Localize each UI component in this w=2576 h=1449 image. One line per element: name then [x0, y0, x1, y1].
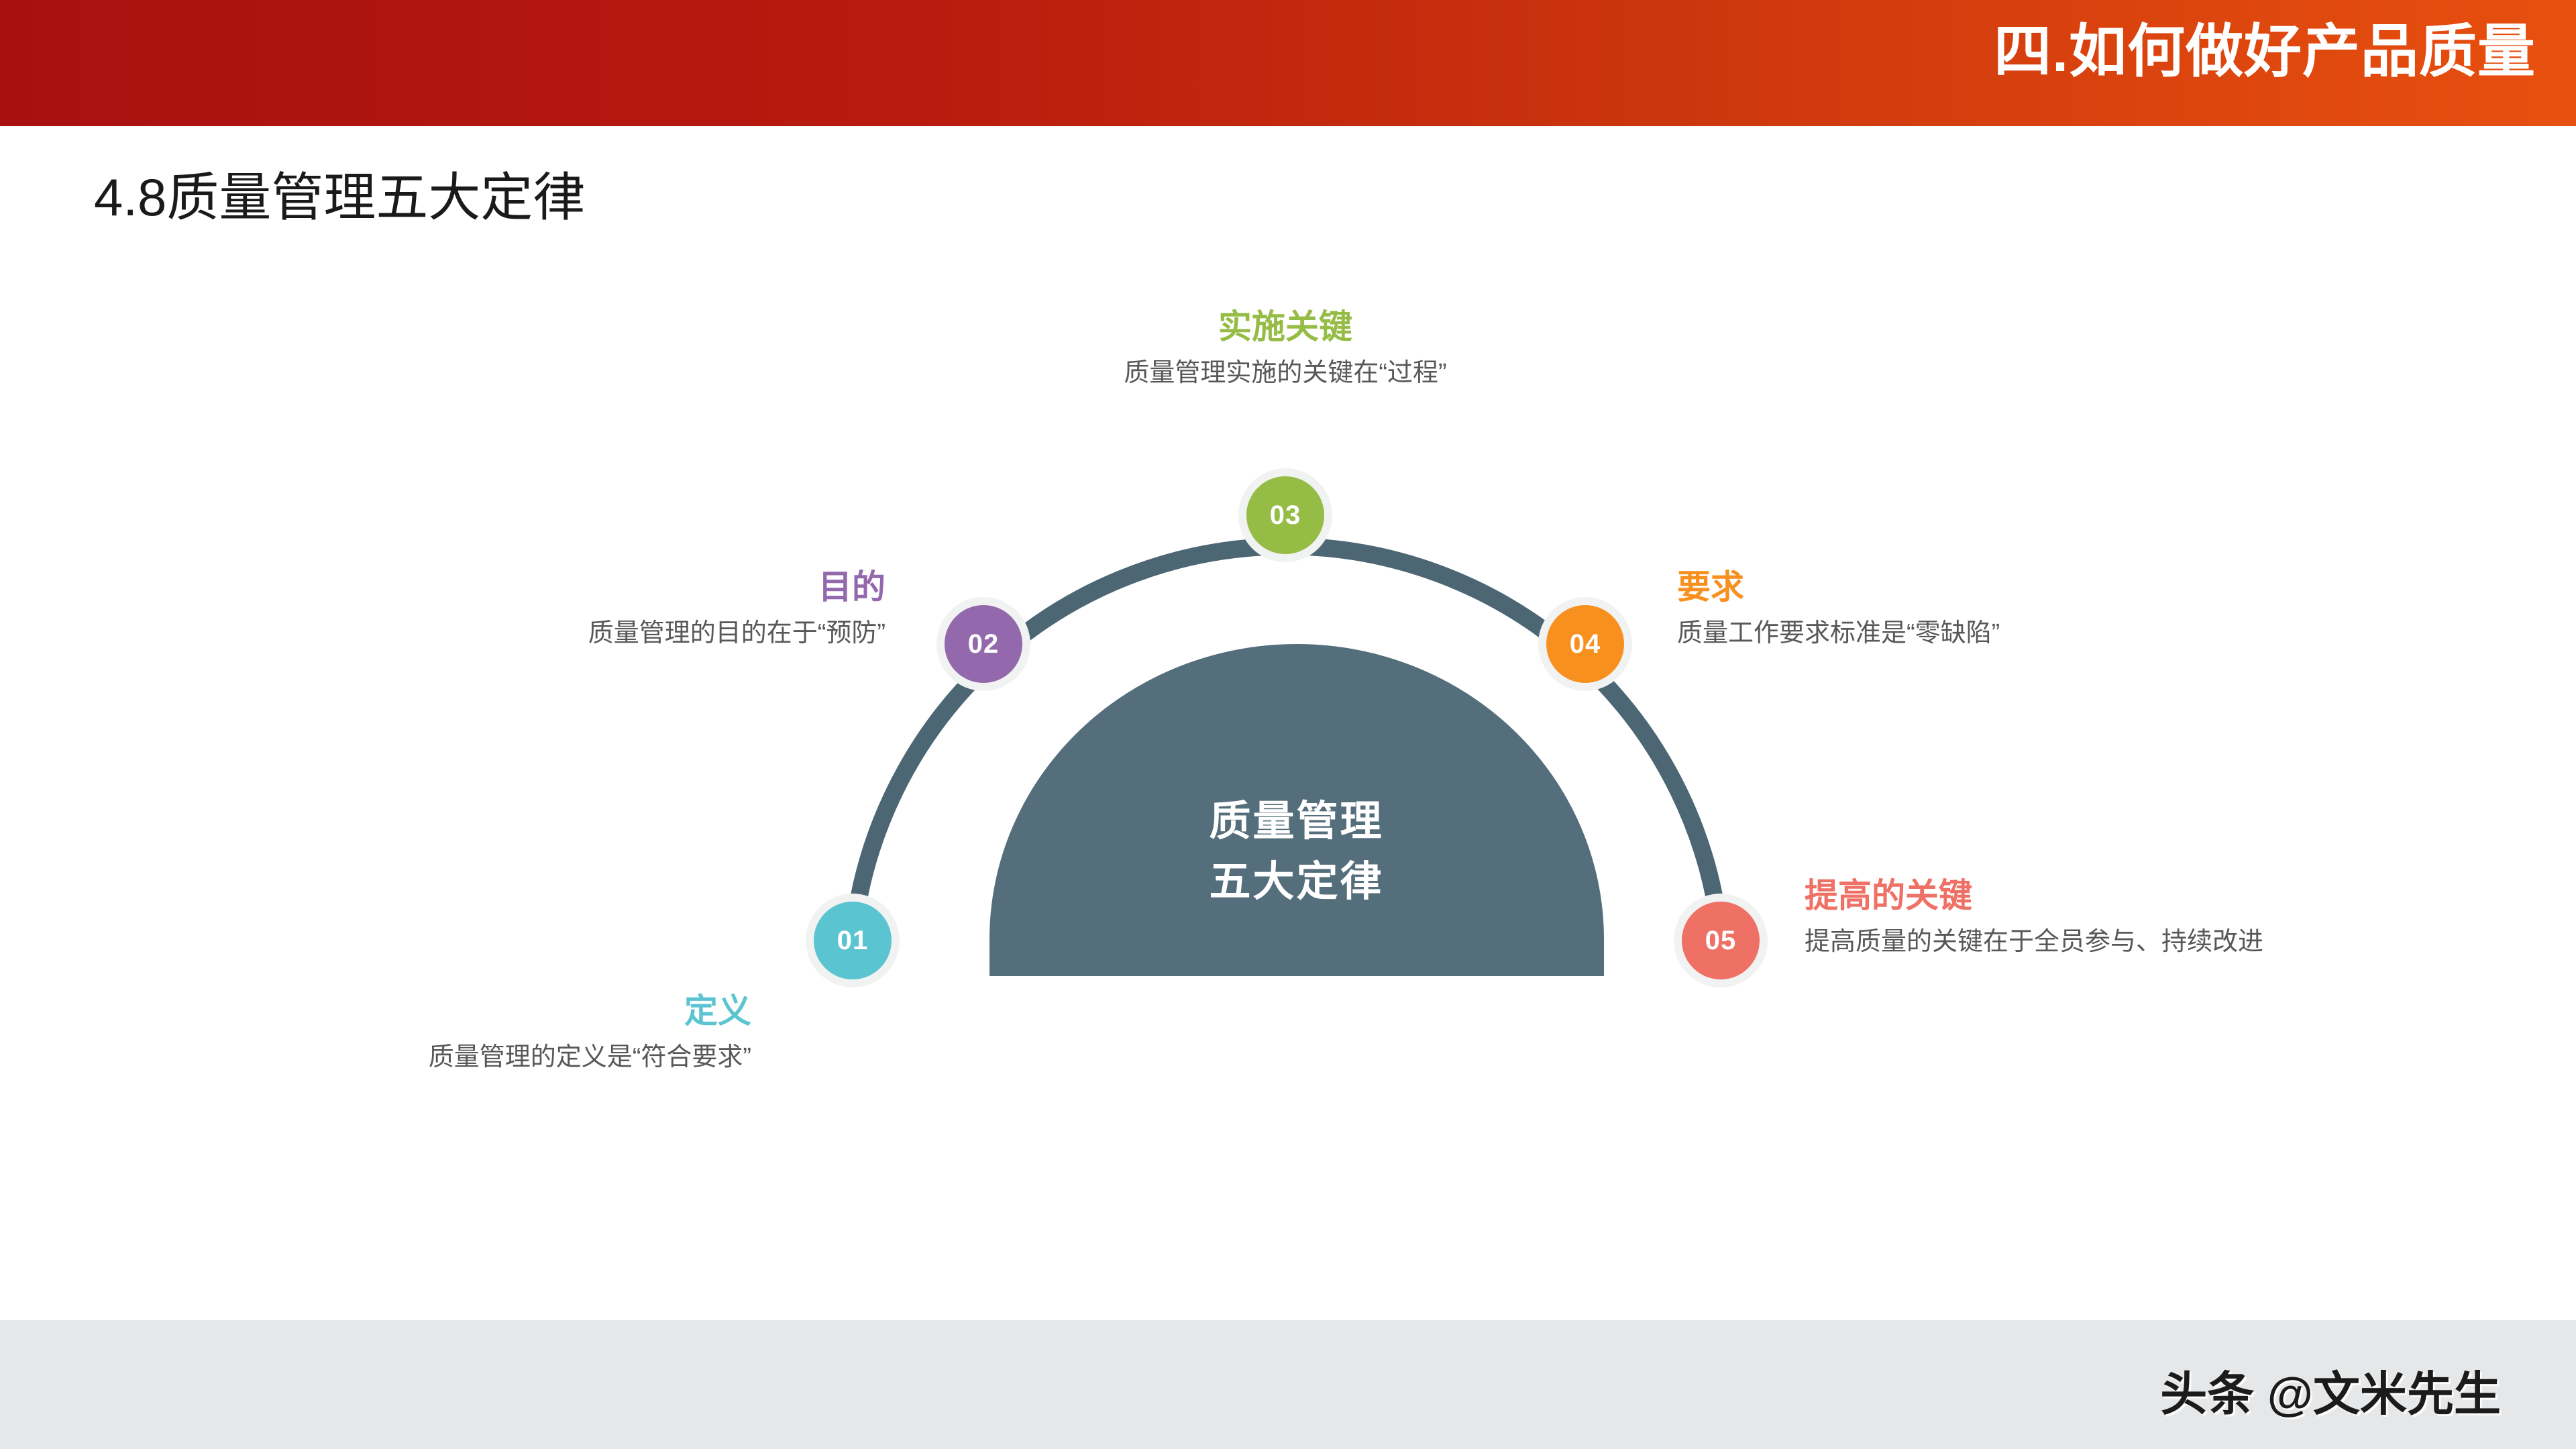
callout-03-title: 实施关键 [1218, 308, 1352, 345]
node-03-number: 03 [1246, 476, 1324, 554]
node-02[interactable]: 02 [936, 597, 1030, 691]
page-title: 4.8质量管理五大定律 [94, 168, 586, 227]
callout-04-desc: 质量工作要求标准是“零缺陷” [1677, 619, 2000, 647]
callout-02-title: 目的 [818, 568, 885, 606]
node-04[interactable]: 04 [1538, 597, 1632, 691]
diagram-stage: 质量管理 五大定律 01 定义 质量管理的定义是“符合要求” 02 目的 质量管… [0, 255, 2576, 1194]
callout-05-desc: 提高质量的关键在于全员参与、持续改进 [1805, 928, 2264, 956]
callout-05: 提高的关键 提高质量的关键在于全员参与、持续改进 [1805, 877, 2408, 961]
center-dome-line-2: 五大定律 [1209, 858, 1384, 905]
node-04-number: 04 [1546, 605, 1624, 683]
callout-01-desc: 质量管理的定义是“符合要求” [428, 1043, 751, 1071]
header-title: 四.如何做好产品质量 [1994, 19, 2536, 84]
callout-02-desc: 质量管理的目的在于“预防” [588, 619, 885, 647]
callout-04-title: 要求 [1677, 568, 1744, 606]
node-05-number: 05 [1682, 902, 1760, 979]
header-band [0, 0, 2576, 126]
callout-01-title: 定义 [684, 992, 751, 1030]
callout-05-title: 提高的关键 [1805, 877, 1972, 914]
center-dome-line-1: 质量管理 [1209, 798, 1384, 845]
node-02-number: 02 [945, 605, 1022, 683]
callout-01: 定义 质量管理的定义是“符合要求” [121, 993, 751, 1076]
callout-02: 目的 质量管理的目的在于“预防” [201, 569, 885, 652]
callout-04: 要求 质量工作要求标准是“零缺陷” [1677, 569, 2428, 652]
callout-03: 实施关键 质量管理实施的关键在“过程” [950, 309, 1621, 392]
node-01[interactable]: 01 [806, 894, 900, 987]
callout-03-desc: 质量管理实施的关键在“过程” [1124, 359, 1447, 387]
center-dome [989, 644, 1604, 976]
center-dome-caption: 质量管理 五大定律 [989, 792, 1603, 912]
node-03[interactable]: 03 [1238, 468, 1332, 562]
footer-band [0, 1320, 2576, 1449]
node-05[interactable]: 05 [1674, 894, 1768, 987]
footer-watermark: 头条 @文米先生 [2160, 1368, 2501, 1420]
node-01-number: 01 [814, 902, 892, 979]
